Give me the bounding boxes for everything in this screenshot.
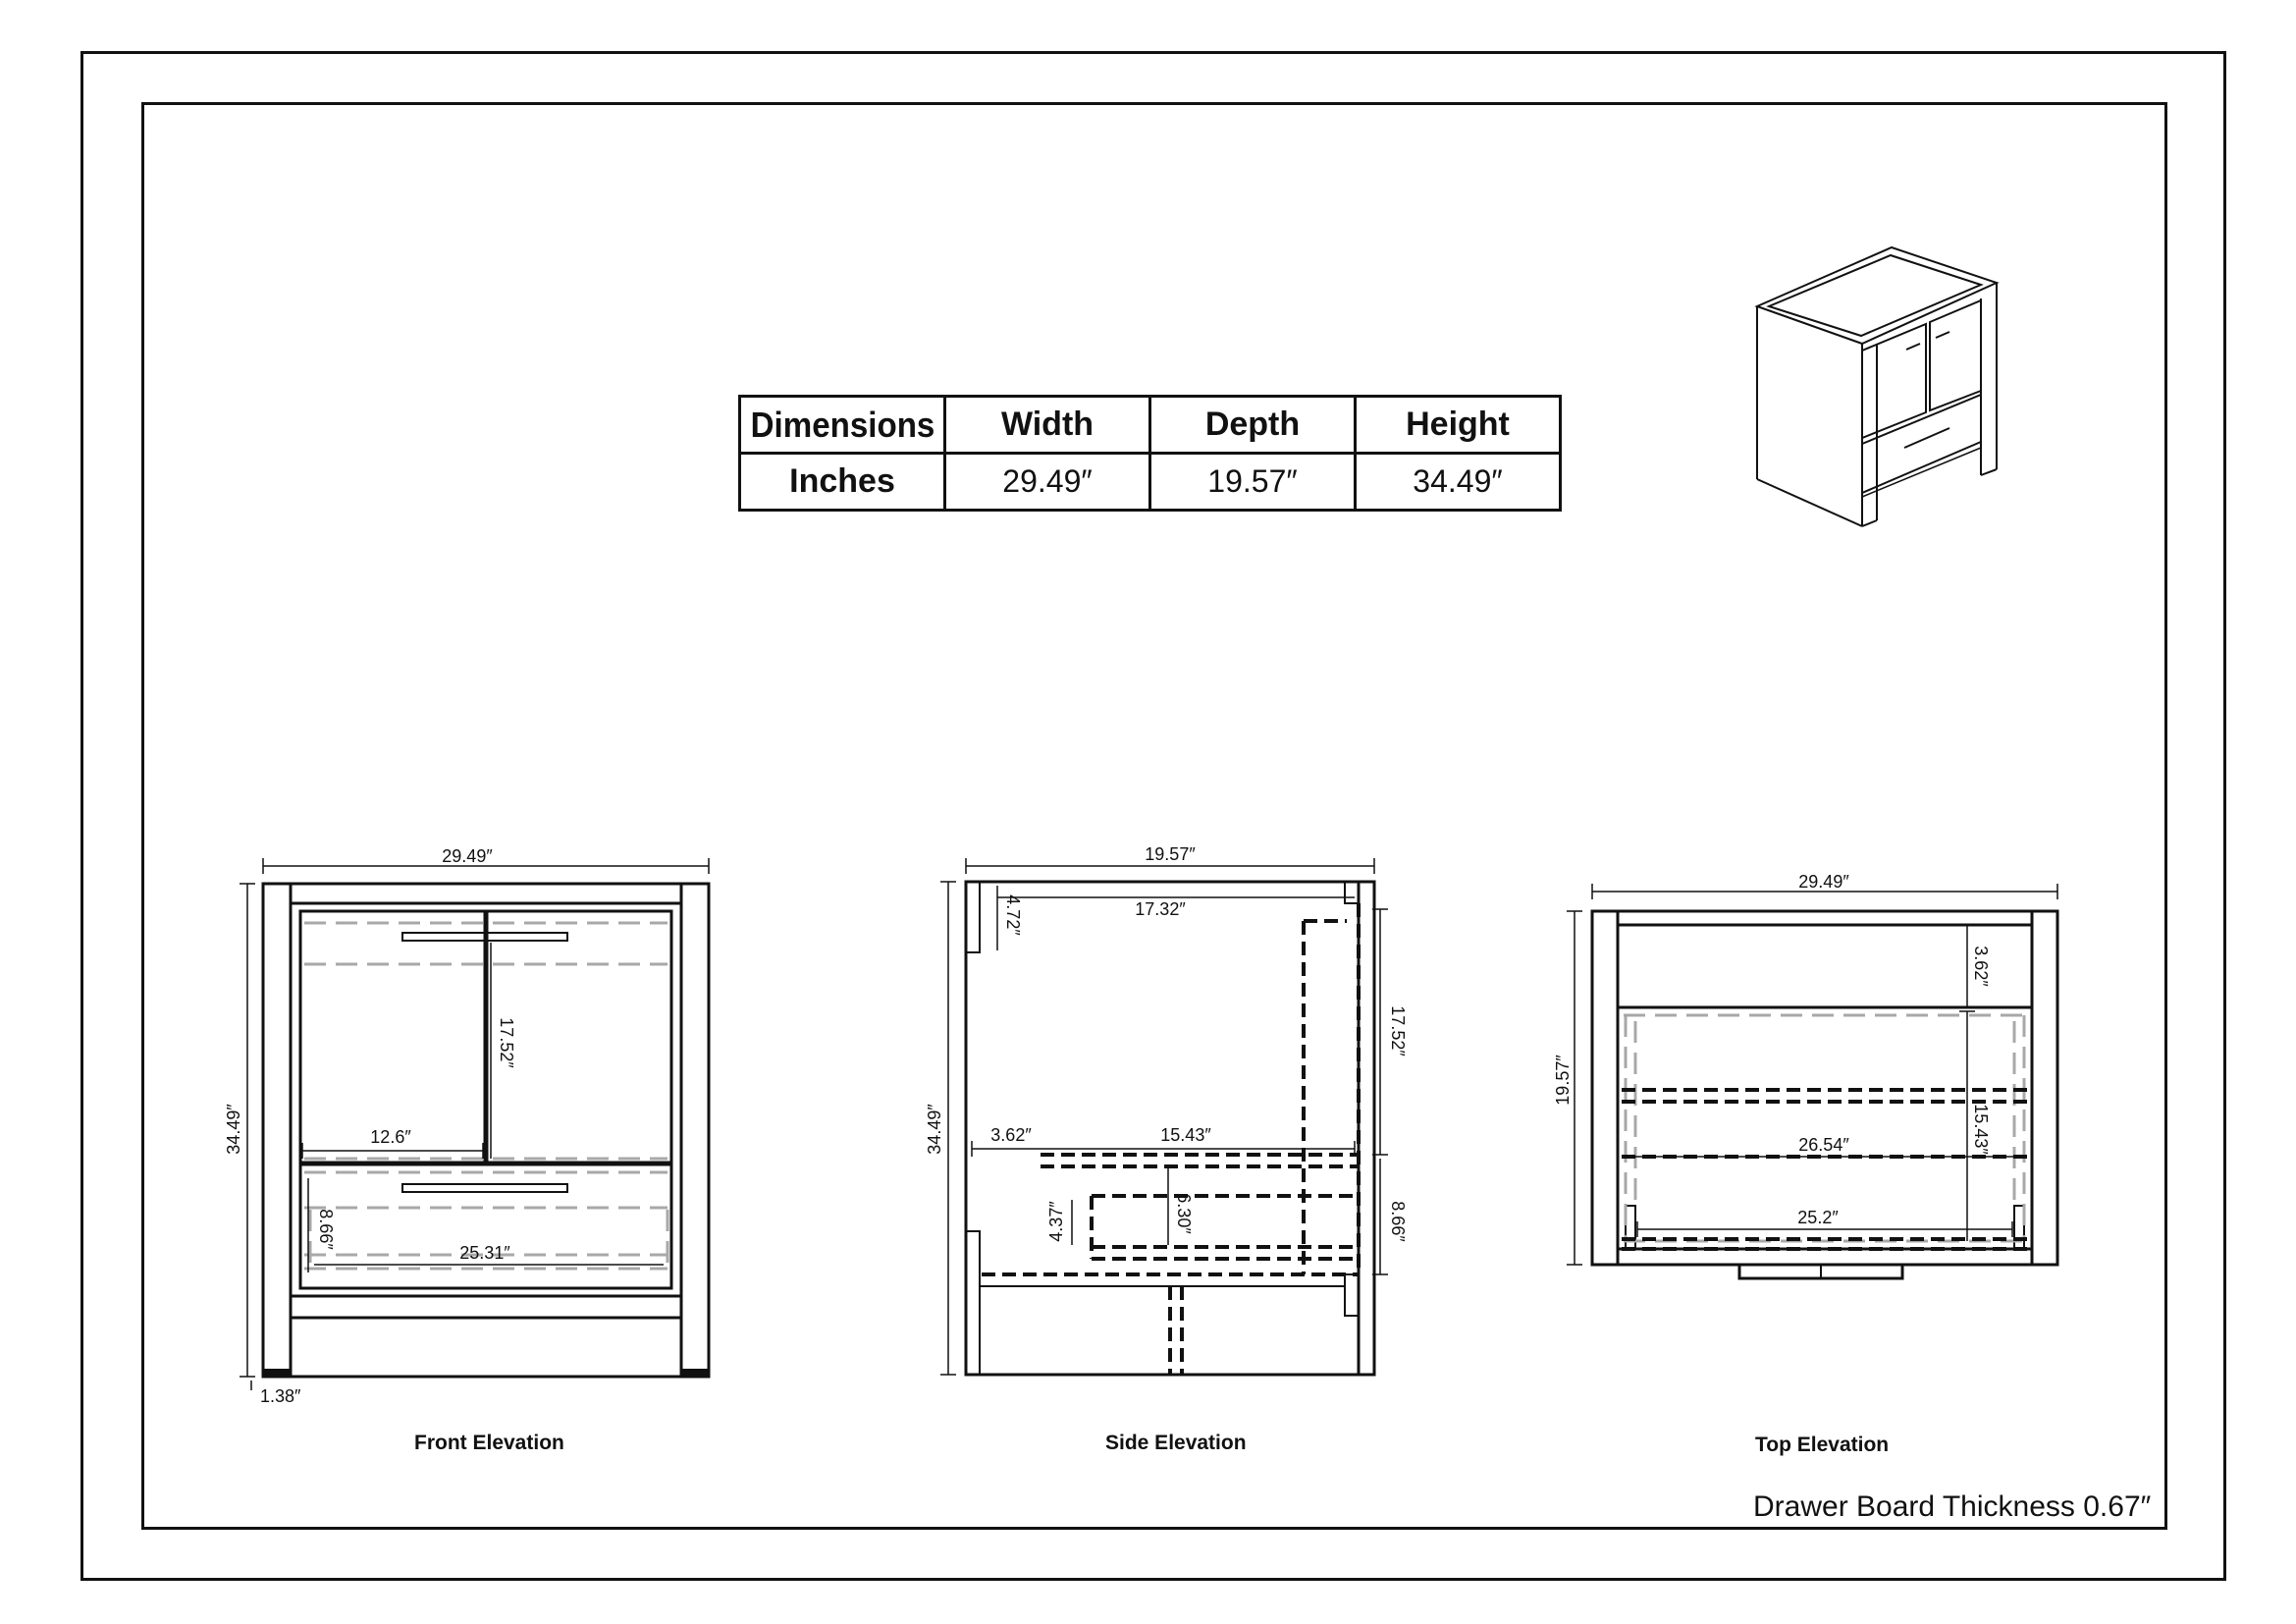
top-elevation-drawing (1567, 884, 2059, 1280)
front-drawer-width-label: 25.31″ (459, 1243, 510, 1263)
outer-frame (80, 51, 2226, 1581)
dimensions-table: Dimensions Width Depth Height Inches 29.… (738, 395, 1562, 512)
side-inner-depth-label: 17.32″ (1135, 899, 1186, 919)
front-leg-label: 1.38″ (260, 1386, 301, 1406)
side-top-gap-label: 4.72″ (1003, 894, 1023, 936)
table-cell-height: 34.49″ (1354, 452, 1562, 512)
table-cell-unit: Inches (738, 452, 946, 512)
front-height-label: 34.49″ (224, 1104, 243, 1155)
drawer-board-thickness-note: Drawer Board Thickness 0.67″ (1753, 1490, 2152, 1523)
table-header-row: Dimensions Width Depth Height (740, 395, 1562, 455)
top-elevation-caption: Top Elevation (1755, 1434, 1890, 1456)
table-header-dimensions: Dimensions (746, 395, 938, 455)
side-drawer-box-label: 6.30″ (1174, 1193, 1194, 1234)
front-drawer-height-label: 8.66″ (316, 1209, 336, 1250)
top-width-label: 29.49″ (1798, 872, 1849, 892)
table-cell-width: 29.49″ (943, 452, 1151, 512)
side-elevation-drawing (940, 858, 1388, 1377)
cabinet-isometric-view (1754, 245, 2000, 527)
top-drawer-depth-label: 15.43″ (1971, 1104, 1991, 1155)
front-door-height-label: 17.52″ (497, 1017, 516, 1068)
top-drawer-width-label: 25.2″ (1797, 1208, 1839, 1227)
table-row-inches: Inches 29.49″ 19.57″ 34.49″ (738, 452, 1562, 512)
table-cell-depth: 19.57″ (1148, 452, 1357, 512)
side-depth-label: 19.57″ (1145, 844, 1196, 864)
side-drawer-side-label: 4.37″ (1046, 1201, 1066, 1242)
front-elevation-drawing (240, 858, 711, 1390)
side-rail-offset-label: 3.62″ (990, 1125, 1032, 1145)
inner-frame (141, 102, 2167, 1530)
side-door-height-label: 17.52″ (1388, 1005, 1408, 1056)
side-height-label: 34.49″ (925, 1104, 944, 1155)
side-drawer-front-label: 8.66″ (1388, 1201, 1408, 1242)
top-depth-label: 19.57″ (1553, 1055, 1573, 1106)
table-header-height: Height (1354, 395, 1562, 455)
side-elevation-caption: Side Elevation (1105, 1432, 1247, 1454)
top-inner-width-label: 26.54″ (1798, 1135, 1849, 1155)
table-header-width: Width (943, 395, 1151, 455)
side-rail-length-label: 15.43″ (1160, 1125, 1211, 1145)
front-elevation-caption: Front Elevation (414, 1432, 564, 1454)
front-width-label: 29.49″ (442, 846, 493, 866)
top-back-rail-label: 3.62″ (1971, 946, 1991, 987)
table-header-depth: Depth (1148, 395, 1357, 455)
front-door-width-label: 12.6″ (370, 1127, 411, 1147)
